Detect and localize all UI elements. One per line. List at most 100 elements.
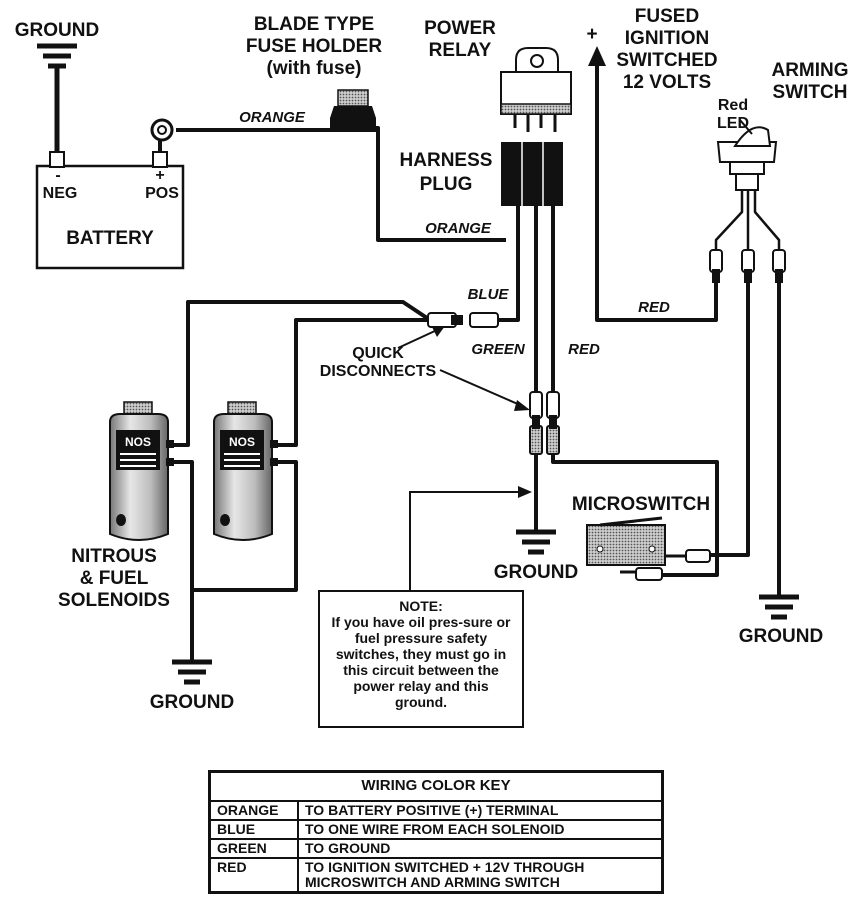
ground-symbol-right bbox=[759, 594, 799, 620]
wires bbox=[54, 62, 781, 660]
fused-label-4: 12 VOLTS bbox=[623, 72, 711, 93]
ignition-arrow bbox=[588, 46, 606, 66]
red-to-microswitch bbox=[551, 455, 719, 577]
ground-label-right: GROUND bbox=[739, 626, 823, 647]
nitrous-solenoid: NOS bbox=[109, 401, 174, 541]
key-color-cell: GREEN bbox=[211, 838, 299, 859]
solenoids-label-1: NITROUS bbox=[71, 546, 157, 567]
battery-pos-label: POS bbox=[145, 185, 179, 202]
red-led-pointer bbox=[739, 119, 753, 135]
fuse-holder-label-3: (with fuse) bbox=[267, 58, 362, 79]
red-wire-label-center: RED bbox=[568, 341, 600, 358]
ground-symbol-top-left bbox=[37, 43, 77, 69]
fused-label-2: IGNITION bbox=[625, 28, 709, 49]
battery-body bbox=[35, 164, 185, 270]
ground-label-solenoids: GROUND bbox=[150, 692, 234, 713]
orange-wire-label-bottom: ORANGE bbox=[425, 220, 492, 237]
fuse-holder bbox=[330, 89, 376, 132]
microswitch-spade-top bbox=[685, 549, 711, 563]
ground-symbol-center bbox=[516, 529, 556, 555]
power-relay bbox=[500, 47, 572, 132]
ground-label-center: GROUND bbox=[494, 562, 578, 583]
wiring-color-key: WIRING COLOR KEY ORANGE TO BATTERY POSIT… bbox=[208, 770, 664, 894]
nitrous-solenoid-logo: NOS bbox=[125, 435, 151, 449]
microswitch-lever bbox=[599, 516, 663, 527]
arming-switch-label-2: SWITCH bbox=[773, 82, 848, 103]
arming-pin-left bbox=[714, 190, 744, 250]
fuel-solenoid: NOS bbox=[213, 401, 278, 541]
ground-label-top-left: GROUND bbox=[15, 20, 99, 41]
solenoid-wire-left-bottom bbox=[172, 460, 194, 660]
arming-switch bbox=[716, 119, 778, 191]
fuse-holder-label-1: BLADE TYPE bbox=[254, 14, 374, 35]
table-row: RED TO IGNITION SWITCHED + 12V THROUGH M… bbox=[211, 857, 661, 891]
harness-plug-label-2: PLUG bbox=[420, 174, 473, 195]
battery-neg-label: NEG bbox=[43, 185, 78, 202]
solenoid-wire-right-top bbox=[275, 318, 430, 447]
quick-pointer-head-1 bbox=[432, 326, 445, 337]
ground-symbol-solenoids bbox=[172, 659, 212, 685]
battery-label: BATTERY bbox=[66, 228, 154, 249]
quick-disconnect-green-red bbox=[529, 391, 560, 455]
power-relay-label-2: RELAY bbox=[429, 40, 492, 61]
key-color-cell: ORANGE bbox=[211, 800, 299, 821]
solenoids-label-2: & FUEL bbox=[80, 568, 149, 589]
harness-plug-body bbox=[501, 142, 563, 206]
arming-switch-body bbox=[729, 161, 765, 175]
key-meaning-cell: TO ONE WIRE FROM EACH SOLENOID bbox=[297, 819, 661, 840]
battery-neg-sign: - bbox=[55, 167, 60, 184]
blue-wire bbox=[497, 205, 520, 322]
red-led-label-2: LED bbox=[717, 115, 749, 132]
battery-neg-terminal bbox=[49, 151, 65, 168]
fused-label-1: FUSED bbox=[635, 6, 699, 27]
solenoid-wire-right-bottom bbox=[192, 460, 298, 592]
table-row: GREEN TO GROUND bbox=[211, 838, 661, 859]
relay-pins bbox=[513, 114, 557, 132]
blue-wire-label: BLUE bbox=[468, 286, 510, 303]
arming-pin-right bbox=[753, 190, 781, 250]
battery-pos-sign: + bbox=[155, 167, 164, 184]
relay-tab-hole bbox=[530, 54, 544, 68]
arming-switch-base bbox=[735, 173, 759, 191]
microswitch-body bbox=[586, 524, 666, 566]
solenoid-wire-left-top bbox=[172, 300, 432, 447]
wiring-color-key-title: WIRING COLOR KEY bbox=[211, 773, 661, 802]
plus-sign: + bbox=[586, 24, 597, 45]
microswitch-spade-bottom bbox=[635, 567, 663, 581]
key-color-cell: RED bbox=[211, 857, 299, 891]
fuel-solenoid-port bbox=[220, 514, 230, 526]
ring-terminal-hole bbox=[157, 125, 167, 135]
orange-wire-label-top: ORANGE bbox=[239, 109, 306, 126]
microswitch-label: MICROSWITCH bbox=[572, 494, 710, 515]
note-box: NOTE: If you have oil pres-sure or fuel … bbox=[318, 590, 524, 728]
note-pointer bbox=[409, 491, 520, 590]
battery bbox=[35, 118, 185, 270]
power-relay-label-1: POWER bbox=[424, 18, 496, 39]
quick-disconnects-label-1: QUICK bbox=[352, 345, 404, 362]
key-color-cell: BLUE bbox=[211, 819, 299, 840]
red-led-label-1: Red bbox=[718, 97, 748, 114]
fuse-holder-cap bbox=[337, 89, 369, 107]
key-meaning-cell: TO BATTERY POSITIVE (+) TERMINAL bbox=[297, 800, 661, 821]
red-wire-label-right: RED bbox=[638, 299, 670, 316]
note-body: If you have oil pres-sure or fuel pressu… bbox=[331, 614, 511, 710]
note-arrow-head bbox=[518, 486, 532, 498]
key-meaning-cell: TO IGNITION SWITCHED + 12V THROUGH MICRO… bbox=[297, 857, 661, 891]
key-meaning-cell: TO GROUND bbox=[297, 838, 661, 859]
quick-disconnect-pointers bbox=[397, 329, 521, 406]
quick-disconnect-solenoid bbox=[427, 312, 499, 328]
fuse-holder-label-2: FUSE HOLDER bbox=[246, 36, 382, 57]
battery-pos-terminal bbox=[152, 151, 168, 168]
wiring-color-key-table: WIRING COLOR KEY ORANGE TO BATTERY POSIT… bbox=[211, 773, 661, 891]
red-wire-ignition bbox=[595, 62, 718, 322]
table-row: BLUE TO ONE WIRE FROM EACH SOLENOID bbox=[211, 819, 661, 840]
arming-spade-connectors bbox=[709, 249, 786, 283]
quick-disconnects-label-2: DISCONNECTS bbox=[320, 363, 437, 380]
microswitch bbox=[586, 516, 711, 581]
green-wire-label: GREEN bbox=[471, 341, 526, 358]
arming-switch-rocker bbox=[733, 126, 772, 147]
arming-center-wire bbox=[708, 282, 750, 557]
fuel-solenoid-logo: NOS bbox=[229, 435, 255, 449]
note-title: NOTE: bbox=[399, 598, 443, 614]
fuel-solenoid-logo-plate bbox=[220, 430, 264, 470]
